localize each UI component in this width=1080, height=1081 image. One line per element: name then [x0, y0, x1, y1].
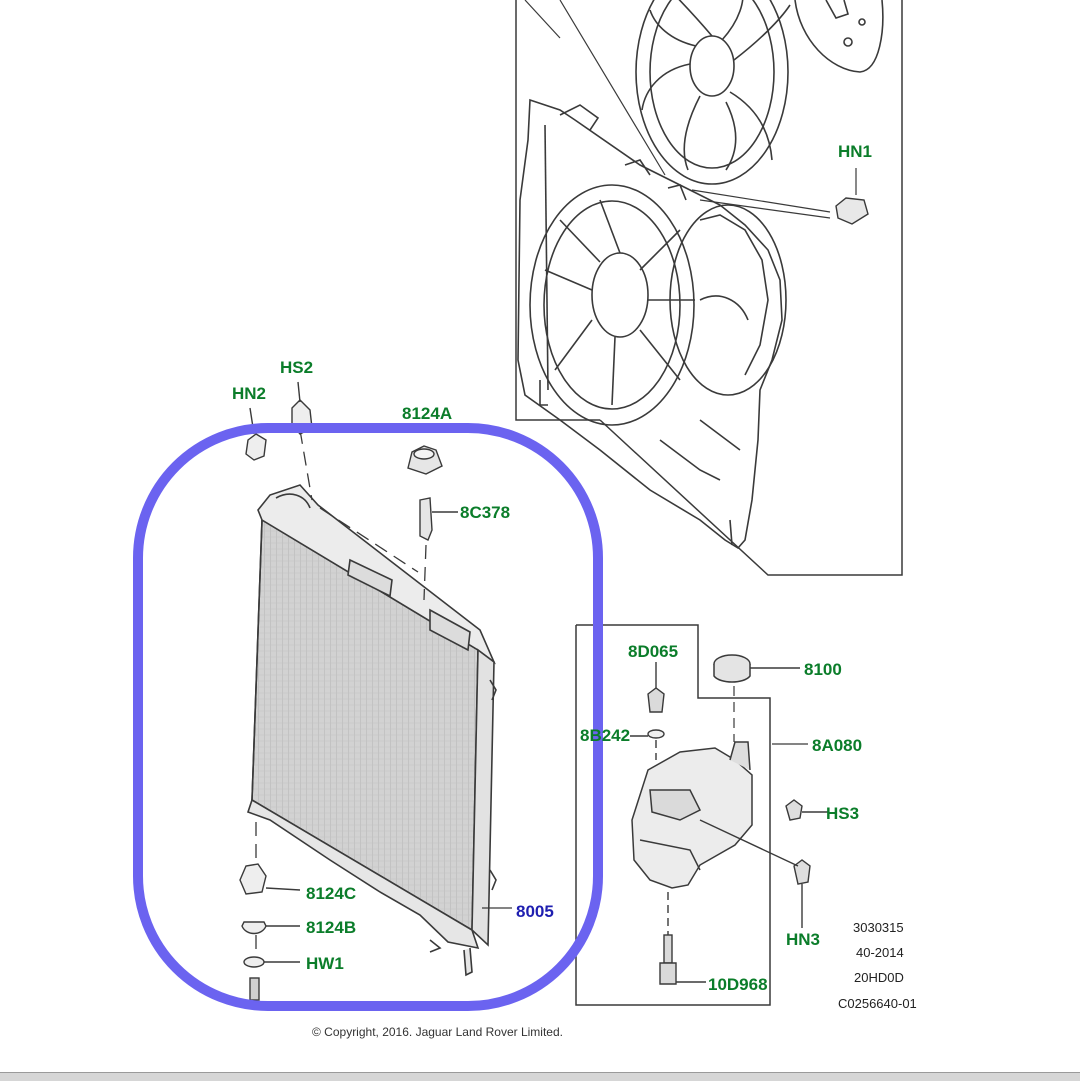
bracket-8c378	[419, 497, 458, 541]
label-8a080: 8A080	[812, 736, 863, 755]
expansion-tank	[631, 741, 753, 889]
sensor-10d968	[659, 892, 706, 985]
reference-line-2: 40-2014	[856, 945, 904, 960]
fan-motor-cover	[794, 0, 884, 73]
radiator	[246, 484, 497, 977]
hn1-clip	[835, 197, 869, 225]
alignment-lines	[255, 429, 427, 955]
cooling-fan	[635, 0, 791, 185]
reference-line-4: C0256640-01	[838, 996, 917, 1011]
reference-line-1: 3030315	[853, 920, 904, 935]
label-hw1: HW1	[306, 954, 344, 973]
radiator-highlight-outline	[133, 423, 603, 1011]
label-8d065: 8D065	[628, 642, 679, 661]
label-hs2: HS2	[280, 358, 314, 377]
label-hn2: HN2	[232, 384, 267, 403]
label-8124a: 8124A	[402, 404, 453, 423]
fan-leader-lines	[524, 0, 857, 219]
seal-8b242	[630, 729, 665, 760]
label-hs3: HS3	[826, 804, 860, 823]
bushing-8124b	[241, 921, 300, 935]
connector-hn3	[699, 819, 811, 928]
sensor-8d065	[647, 662, 665, 713]
expansion-tank-box	[575, 624, 771, 1006]
mount-8124a	[407, 445, 443, 475]
mount-8124c	[239, 863, 301, 895]
label-8100: 8100	[804, 660, 842, 679]
bolt-hw1	[249, 977, 260, 1001]
label-8b242: 8B242	[580, 726, 631, 745]
reference-line-3: 20HD0D	[854, 970, 904, 985]
label-8124c: 8124C	[306, 884, 357, 903]
copyright-notice: © Copyright, 2016. Jaguar Land Rover Lim…	[312, 1025, 563, 1039]
hose-clip-hs3	[785, 799, 828, 821]
label-10d968: 10D968	[708, 975, 768, 994]
label-8124b: 8124B	[306, 918, 357, 937]
window-bottom-edge	[0, 1072, 1080, 1081]
washer-hw1	[243, 956, 300, 968]
label-hn1: HN1	[838, 142, 873, 161]
label-hn3: HN3	[786, 930, 821, 949]
fan-assembly-box	[515, 0, 903, 576]
tank-cap-8100	[713, 654, 800, 683]
label-8005: 8005	[516, 902, 554, 921]
label-8c378: 8C378	[460, 503, 511, 522]
fan-shroud	[517, 98, 787, 550]
